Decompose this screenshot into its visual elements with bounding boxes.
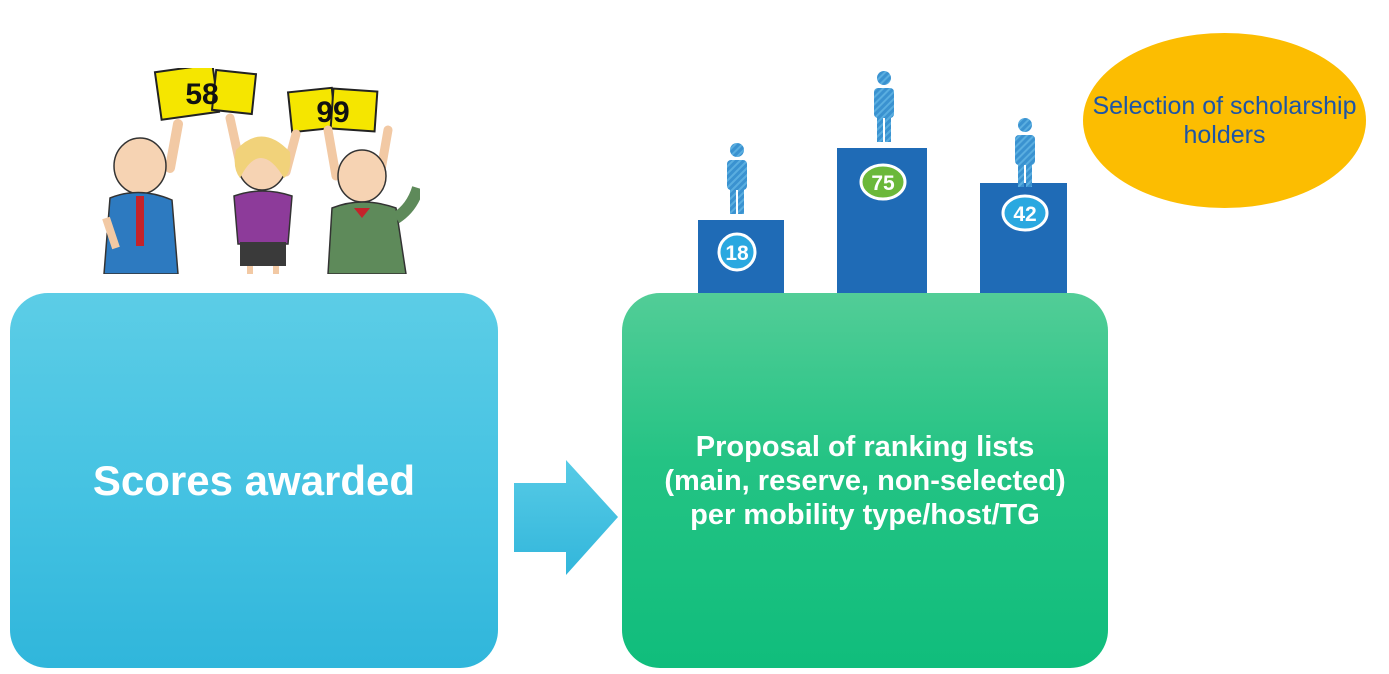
judge-right — [323, 125, 420, 274]
selection-ellipse: Selection of scholarship holders — [1083, 33, 1366, 208]
podium-center-value: 75 — [871, 172, 895, 195]
person-icon — [874, 71, 894, 142]
person-icon — [1015, 118, 1035, 187]
ranking-proposal-label: Proposal of ranking lists (main, reserve… — [664, 430, 1066, 531]
podium-step-left: 18 — [698, 143, 784, 294]
podium-step-right: 42 — [980, 118, 1067, 294]
scores-awarded-label: Scores awarded — [92, 456, 416, 504]
score-card-right-text: 99 — [316, 96, 349, 129]
judges-illustration: 58 99 — [102, 68, 420, 274]
selection-label: Selection of scholarship holders — [1092, 91, 1357, 149]
score-card-right: 99 — [286, 86, 379, 134]
podium-step-center: 75 — [837, 71, 927, 294]
podium-left-value: 18 — [725, 242, 749, 265]
judge-left — [102, 119, 183, 274]
podium-right-value: 42 — [1013, 203, 1036, 226]
score-card-left-text: 58 — [185, 78, 218, 111]
podium-icon: 18 75 42 — [698, 71, 1067, 294]
judge-middle — [225, 113, 301, 274]
person-icon — [727, 143, 747, 214]
score-card-left: 58 — [153, 68, 258, 121]
ranking-proposal-box: Proposal of ranking lists (main, reserve… — [622, 293, 1108, 668]
scores-awarded-box: Scores awarded — [10, 293, 498, 668]
right-arrow-icon — [514, 460, 618, 575]
